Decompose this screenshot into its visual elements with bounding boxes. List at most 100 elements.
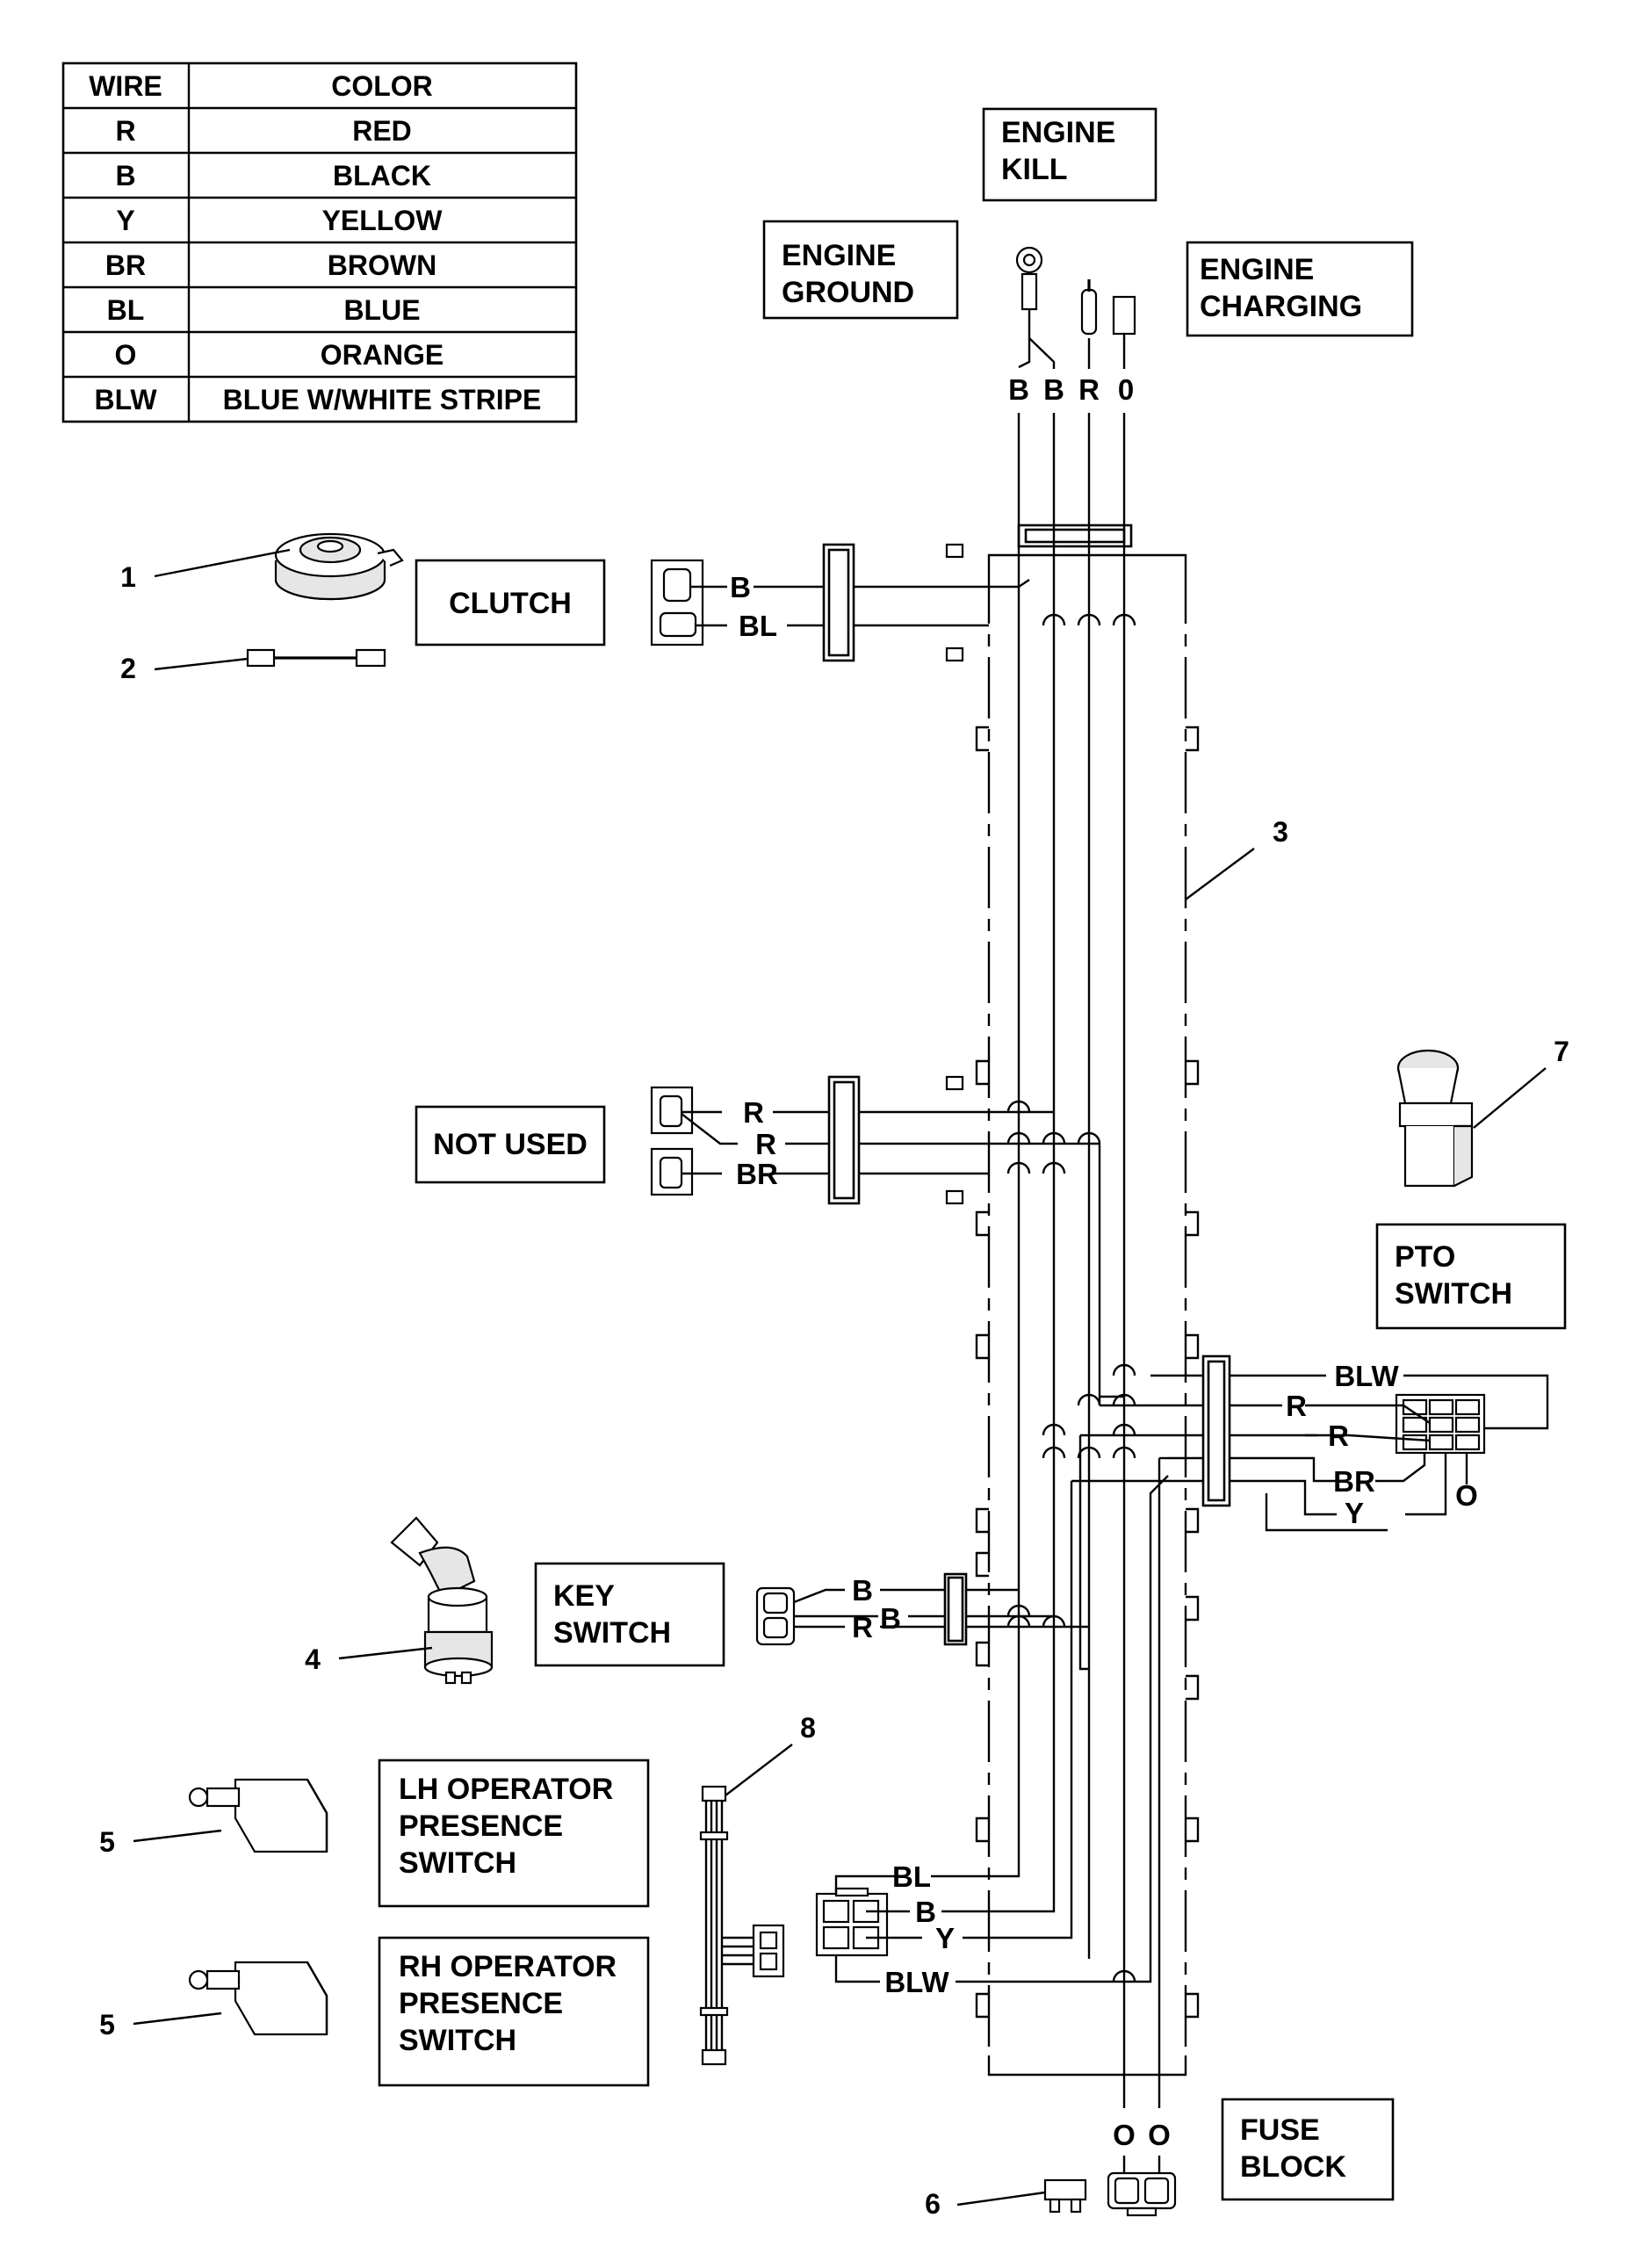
wire-label: R bbox=[1328, 1419, 1349, 1452]
wire-label: BLW bbox=[1334, 1360, 1399, 1392]
svg-text:CHARGING: CHARGING bbox=[1200, 290, 1362, 323]
harness-wires bbox=[1017, 337, 1161, 2108]
callout-number: 2 bbox=[120, 653, 136, 684]
fuse-block-label: BLOCK bbox=[1240, 2150, 1346, 2184]
wire-label: R bbox=[1286, 1390, 1307, 1422]
sub-harness-section: 8 bbox=[699, 1712, 816, 2066]
wire-label: B bbox=[1043, 373, 1064, 406]
not-used-label: NOT USED bbox=[433, 1128, 588, 1161]
pto-switch-label: PTO bbox=[1395, 1240, 1455, 1274]
wire-label: B bbox=[852, 1574, 873, 1607]
svg-text:ENGINE: ENGINE bbox=[782, 239, 896, 272]
legend-color: BROWN bbox=[328, 249, 436, 281]
clutch-connector bbox=[650, 559, 727, 646]
callout-number: 5 bbox=[99, 2009, 115, 2040]
lh-operator-label: LH OPERATOR bbox=[399, 1773, 613, 1806]
rh-operator-label: RH OPERATOR bbox=[399, 1950, 617, 1983]
pto-switch-section: 7 PTO SWITCH BLW R R BR Y O bbox=[1042, 1036, 1569, 1915]
callout-number: 7 bbox=[1554, 1036, 1569, 1067]
engine-ground-label: ENGINE GROUND bbox=[762, 220, 959, 320]
svg-text:ENGINE: ENGINE bbox=[1200, 253, 1314, 286]
wire-label: 0 bbox=[1118, 373, 1134, 406]
fuse-icon bbox=[1043, 2178, 1087, 2214]
svg-text:KILL: KILL bbox=[1001, 153, 1068, 186]
bullet-terminal-icon bbox=[1080, 288, 1098, 336]
clutch-label: CLUTCH bbox=[449, 587, 572, 620]
engine-charging-label: ENGINE CHARGING bbox=[1186, 241, 1414, 337]
legend-code: R bbox=[115, 115, 135, 147]
legend-code: Y bbox=[116, 205, 134, 236]
legend-code: B bbox=[115, 160, 135, 191]
pto-switch-icon bbox=[1396, 1049, 1474, 1188]
rh-operator-switch: 5 RH OPERATOR PRESENCE SWITCH bbox=[99, 1936, 650, 2087]
fuse-block-label: FUSE bbox=[1240, 2113, 1320, 2147]
engine-kill-label: ENGINE KILL bbox=[982, 107, 1158, 202]
wire-label: R bbox=[1078, 373, 1100, 406]
legend-color: BLUE bbox=[343, 294, 420, 326]
harness-callout: 3 bbox=[1185, 816, 1288, 900]
wire-color-legend: WIRE COLOR R RED B BLACK Y YELLOW BR BRO… bbox=[61, 61, 578, 423]
wire-label: Y bbox=[1345, 1497, 1364, 1529]
legend-color: ORANGE bbox=[321, 339, 444, 371]
legend-code: BL bbox=[107, 294, 145, 326]
wire-label: BL bbox=[892, 1860, 931, 1893]
electric-clutch-icon bbox=[274, 532, 404, 601]
rh-operator-label: PRESENCE bbox=[399, 1987, 563, 2020]
key-switch-icon bbox=[390, 1516, 494, 1685]
legend-color: BLUE W/WHITE STRIPE bbox=[223, 384, 542, 415]
callout-number: 6 bbox=[925, 2188, 941, 2220]
presence-switch-icon bbox=[188, 1961, 328, 2036]
callout-number: 4 bbox=[305, 1643, 321, 1675]
sub-harness-icon bbox=[699, 1785, 785, 2066]
callout-number: 1 bbox=[120, 561, 136, 593]
wire-label: O bbox=[1113, 2119, 1136, 2151]
lh-operator-label: PRESENCE bbox=[399, 1809, 563, 1843]
wire-label: BR bbox=[1333, 1465, 1375, 1498]
operator-connector-section: BL B Y BLW bbox=[815, 1475, 1169, 1998]
wire-label: BLW bbox=[884, 1966, 949, 1998]
wire-label: BL bbox=[739, 610, 777, 642]
fuse-block-section: O O FUSE BLOCK 6 bbox=[925, 2098, 1395, 2220]
jumper-wire-icon bbox=[246, 648, 386, 668]
wire-label: B bbox=[915, 1896, 936, 1928]
legend-header-color: COLOR bbox=[331, 70, 433, 102]
lh-operator-label: SWITCH bbox=[399, 1846, 516, 1880]
key-switch-connector bbox=[755, 1586, 796, 1646]
spade-terminal-icon bbox=[1112, 295, 1136, 336]
legend-code: O bbox=[115, 339, 137, 371]
wire-label: R bbox=[852, 1611, 873, 1643]
legend-header-wire: WIRE bbox=[89, 70, 162, 102]
operator-connector bbox=[815, 1887, 889, 1957]
wire-label: O bbox=[1148, 2119, 1171, 2151]
callout-number: 3 bbox=[1273, 816, 1288, 848]
key-switch-label: KEY bbox=[553, 1579, 615, 1613]
svg-text:ENGINE: ENGINE bbox=[1001, 116, 1115, 149]
wire-label: O bbox=[1455, 1479, 1478, 1512]
legend-code: BLW bbox=[94, 384, 157, 415]
fuse-block-icon bbox=[1107, 2171, 1177, 2217]
legend-code: BR bbox=[105, 249, 146, 281]
wire-label: B bbox=[1008, 373, 1029, 406]
wire-label: R bbox=[743, 1096, 764, 1129]
callout-number: 8 bbox=[800, 1712, 816, 1744]
svg-text:GROUND: GROUND bbox=[782, 276, 914, 309]
key-switch-label: SWITCH bbox=[553, 1616, 671, 1650]
harness-outline bbox=[975, 524, 1200, 2077]
rh-operator-label: SWITCH bbox=[399, 2024, 516, 2057]
not-used-section: NOT USED R R BR bbox=[415, 1075, 1124, 1398]
clutch-section: 1 2 CLUTCH B BL bbox=[120, 532, 1030, 684]
key-switch-section: 4 KEY SWITCH B B R bbox=[305, 1516, 1089, 1685]
callout-number: 5 bbox=[99, 1826, 115, 1858]
legend-color: BLACK bbox=[333, 160, 431, 191]
wire-label: B bbox=[880, 1602, 901, 1635]
wire-label: R bbox=[755, 1128, 776, 1160]
wire-label: B bbox=[730, 571, 751, 603]
wire-label: Y bbox=[935, 1922, 955, 1954]
pto-connector bbox=[1395, 1393, 1486, 1455]
presence-switch-icon bbox=[188, 1778, 328, 1853]
lh-operator-switch: 5 LH OPERATOR PRESENCE SWITCH bbox=[99, 1759, 650, 1908]
legend-color: YELLOW bbox=[322, 205, 444, 236]
pto-switch-label: SWITCH bbox=[1395, 1277, 1512, 1311]
engine-connectors: B B R 0 bbox=[1008, 246, 1136, 406]
